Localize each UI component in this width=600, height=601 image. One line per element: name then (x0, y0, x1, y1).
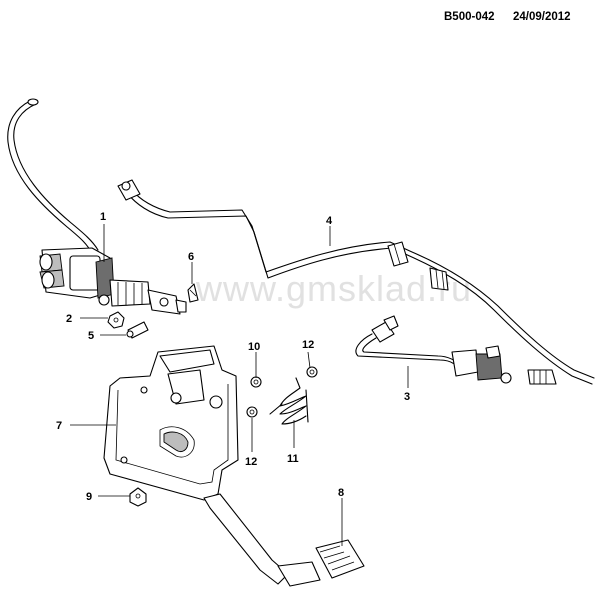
callout-7: 7 (56, 420, 62, 432)
callout-4: 4 (326, 215, 333, 227)
watermark: www.gmsklad.ru (195, 268, 472, 309)
pipe-end-fitting (117, 179, 141, 201)
callouts: 1 2 3 4 5 6 7 8 9 10 11 12 12 (56, 211, 410, 503)
callout-6: 6 (188, 251, 194, 263)
hydraulic-pipe (117, 179, 595, 385)
callout-10: 10 (248, 341, 260, 353)
return-spring (269, 377, 309, 425)
clutch-pedal (203, 493, 365, 587)
diagram-date: 24/09/2012 (513, 11, 571, 23)
diagram-code: B500-042 (444, 11, 495, 23)
nut-9 (129, 487, 147, 507)
clutch-master-cylinder (39, 247, 187, 315)
pin-5 (126, 321, 149, 339)
bleed-fitting (371, 315, 399, 343)
nut-2 (107, 311, 125, 329)
callout-12-upper: 12 (302, 339, 314, 351)
bushing-12-lower (246, 406, 258, 418)
pipe-connector (429, 267, 449, 291)
callout-1: 1 (100, 211, 106, 223)
hose-end-fitting (527, 369, 557, 385)
bushing-12-upper (306, 366, 318, 378)
callout-2: 2 (66, 313, 72, 325)
callout-9: 9 (86, 491, 92, 503)
callout-11: 11 (287, 453, 299, 465)
callout-5: 5 (88, 330, 94, 342)
callout-8: 8 (338, 487, 344, 499)
pipe-clamp (387, 241, 409, 267)
callout-12-lower: 12 (245, 456, 257, 468)
hose-clip (187, 283, 199, 303)
reservoir-hose (7, 98, 99, 255)
callout-3: 3 (404, 391, 410, 403)
leader-lines (70, 224, 409, 546)
slave-pipe-assembly (355, 315, 557, 385)
bushing-10 (250, 376, 262, 388)
pedal-bracket (103, 345, 239, 501)
slave-cylinder-union (451, 345, 512, 384)
